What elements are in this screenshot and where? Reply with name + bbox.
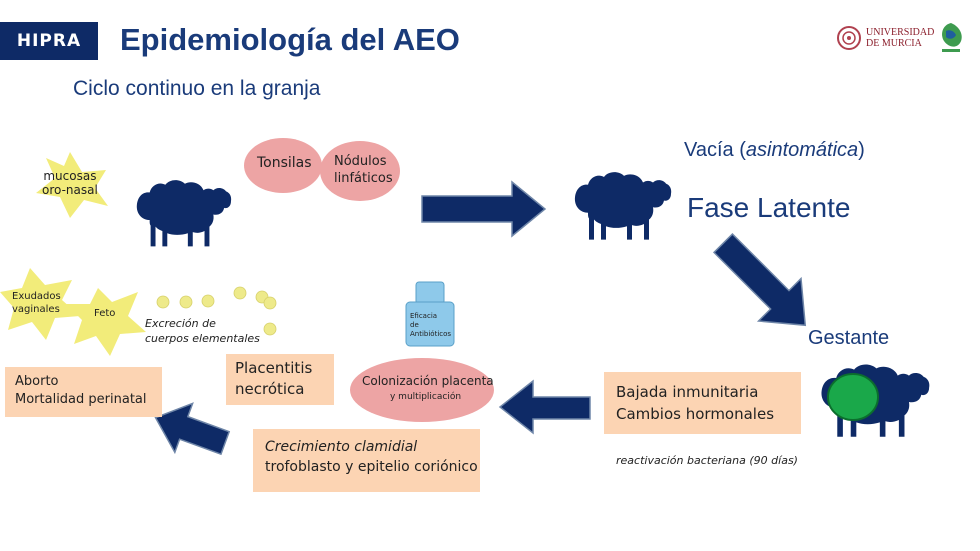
- placentitis-box: Placentitis necrótica: [226, 354, 334, 405]
- hipra-logo: HIPRA: [0, 22, 98, 60]
- arrow-icon: [421, 180, 547, 238]
- page-title: Epidemiología del AEO: [120, 22, 460, 57]
- sheep-goat-logo-icon: [942, 23, 962, 52]
- arrow-icon: [154, 402, 231, 456]
- nodulos-node: Nódulos linfáticos: [320, 141, 400, 201]
- university-seal-icon: [837, 26, 861, 50]
- feto-label: Feto: [94, 308, 116, 319]
- aborto-label: Aborto Mortalidad perinatal: [15, 374, 147, 407]
- university-line-1: UNIVERSIDAD: [866, 27, 935, 38]
- crecimiento-line-2: trofoblasto y epitelio coriónico: [265, 459, 478, 475]
- vacia-suffix: ): [858, 139, 865, 161]
- fetus-indicator: [827, 373, 879, 421]
- colonizacion-line-2: y multiplicación: [390, 392, 462, 402]
- university-line-2: DE MURCIA: [866, 38, 922, 49]
- fase-latente-label: Fase Latente: [687, 192, 851, 223]
- colonizacion-node: Colonización placenta y multiplicación: [350, 358, 494, 422]
- nodulos-label: Nódulos linfáticos: [334, 154, 393, 186]
- tonsilas-label: Tonsilas: [257, 155, 312, 171]
- placentitis-label: Placentitis necrótica: [235, 359, 313, 398]
- aborto-box: Aborto Mortalidad perinatal: [5, 367, 162, 417]
- star-exudados: [0, 268, 80, 340]
- crecimiento-box: Crecimiento clamidial trofoblasto y epit…: [253, 429, 480, 492]
- arrow-icon: [498, 379, 591, 435]
- excrecion-label: Excreción de cuerpos elementales: [145, 317, 260, 345]
- gestante-label: Gestante: [808, 327, 890, 349]
- antibiotic-bottle-icon: [405, 281, 455, 347]
- bajada-box: Bajada inmunitaria Cambios hormonales: [604, 372, 801, 434]
- mucosas-label: mucosas oro-nasal: [42, 169, 98, 197]
- page-subtitle: Ciclo continuo en la granja: [73, 77, 321, 100]
- reactivacion-label: reactivación bacteriana (90 días): [616, 454, 798, 467]
- vacia-italic: asintomática: [745, 139, 859, 161]
- arrow-icon: [712, 232, 807, 327]
- vacia-prefix: Vacía (: [684, 139, 746, 161]
- bajada-label: Bajada inmunitaria Cambios hormonales: [616, 383, 775, 423]
- eficacia-label: Eficacia de Antibióticos: [410, 312, 452, 338]
- vacia-label: Vacía (asintomática): [684, 139, 865, 162]
- sheep-icon: [136, 180, 232, 247]
- tonsilas-node: Tonsilas: [244, 138, 322, 193]
- crecimiento-line-1: Crecimiento clamidial: [265, 439, 418, 455]
- star-feto: [66, 288, 146, 356]
- sheep-icon: [574, 172, 672, 240]
- colonizacion-line-1: Colonización placenta: [362, 374, 494, 388]
- exudados-label: Exudados vaginales: [12, 291, 61, 315]
- university-logo: UNIVERSIDAD DE MURCIA: [836, 22, 966, 58]
- star-mucosas: [36, 152, 108, 218]
